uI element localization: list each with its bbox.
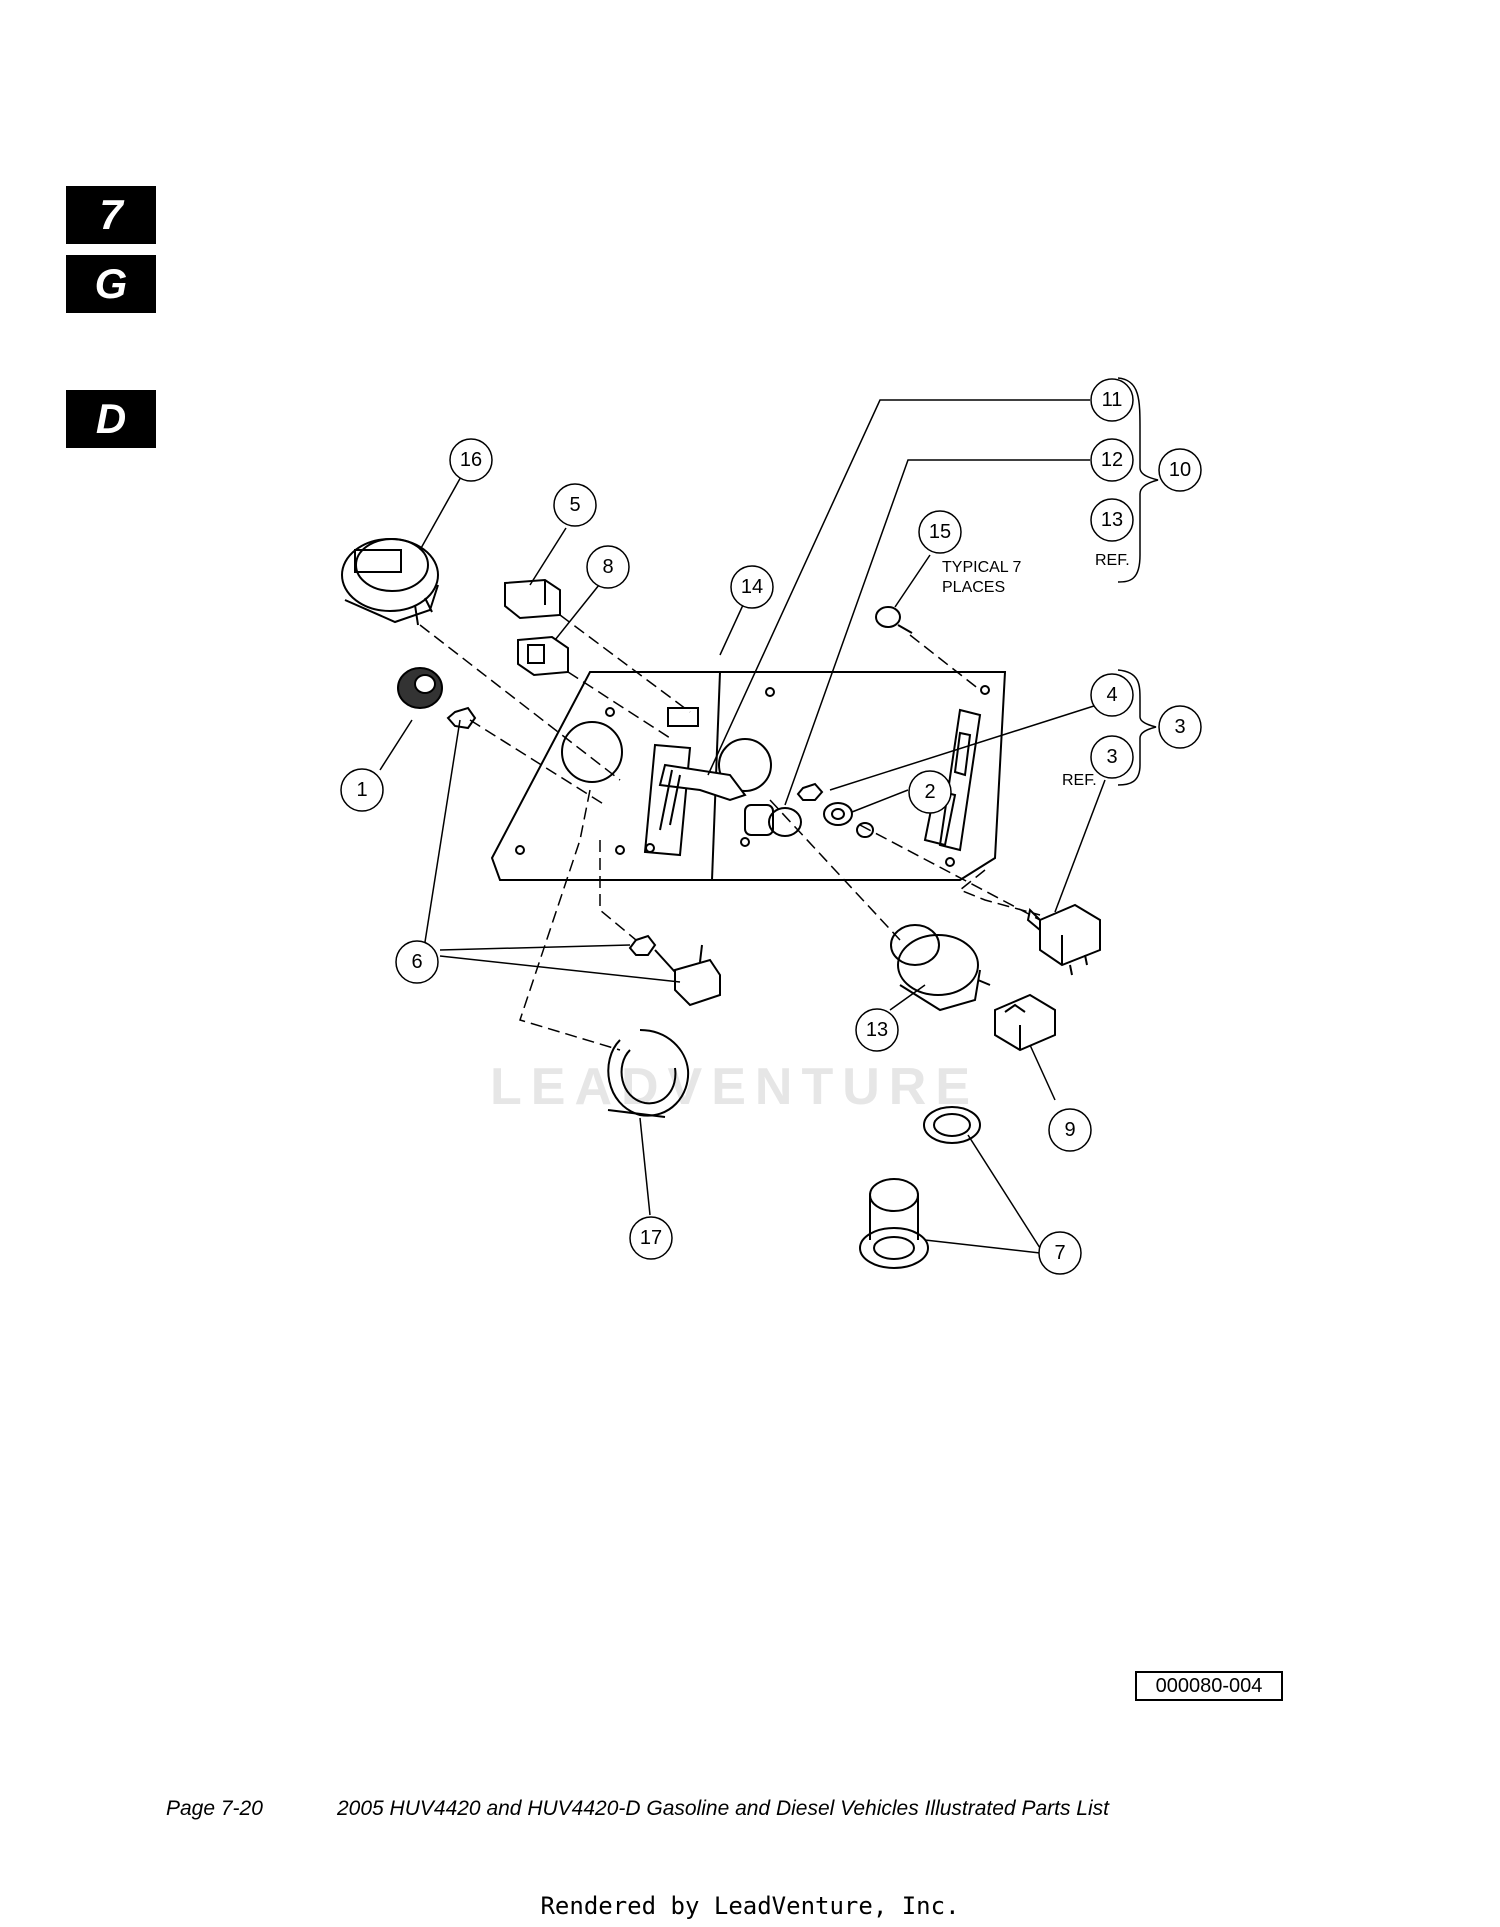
callout-8: 8 — [602, 556, 613, 578]
ignition-switch-part — [890, 924, 991, 1012]
typical-note-line1: TYPICAL 7 — [942, 559, 1022, 576]
key-part — [658, 763, 774, 836]
document-title: 2005 HUV4420 and HUV4420-D Gasoline and … — [337, 1797, 1109, 1820]
socket-part-7 — [859, 1106, 981, 1269]
hour-meter-part — [341, 538, 439, 626]
switch-part-6 — [628, 934, 721, 1007]
watermark-text: LEADVENTURE — [490, 1058, 980, 1116]
callout-11: 11 — [1102, 389, 1123, 411]
drawing-code: 000080-004 — [1135, 1671, 1283, 1701]
nut-washer-parts — [796, 782, 853, 826]
section-tab-g: G — [66, 255, 156, 313]
callout-10: 10 — [1169, 459, 1191, 481]
page-number: Page 7-20 — [166, 1797, 263, 1820]
callout-2: 2 — [924, 781, 935, 803]
section-tab-d: D — [66, 390, 156, 448]
callout-17: 17 — [640, 1227, 662, 1249]
callout-13: 13 — [866, 1019, 888, 1041]
callout-9: 9 — [1064, 1119, 1075, 1141]
section-tab-7: 7 — [66, 186, 156, 244]
typical-note-line2: PLACES — [942, 579, 1005, 596]
fastener-part-15 — [875, 606, 913, 634]
callout-6: 6 — [411, 951, 422, 973]
switch-part-5 — [504, 578, 561, 620]
callout-3-ref: 3 — [1106, 746, 1117, 768]
callout-14: 14 — [741, 576, 763, 598]
relay-part-3 — [1026, 903, 1101, 976]
ref-note-13: REF. — [1095, 552, 1130, 569]
callout-16: 16 — [460, 449, 482, 471]
clip-ring-part — [607, 1029, 690, 1118]
callout-3: 3 — [1174, 716, 1185, 738]
callout-1: 1 — [356, 779, 367, 801]
callout-4: 4 — [1106, 684, 1117, 706]
callout-15: 15 — [929, 521, 951, 543]
connector-part-9 — [994, 993, 1056, 1052]
callout-12: 12 — [1101, 449, 1123, 471]
callout-7: 7 — [1054, 1242, 1065, 1264]
callout-5: 5 — [569, 494, 580, 516]
switch-part-8 — [517, 635, 569, 677]
knob-part-1 — [397, 667, 477, 730]
callout-13-ref: 13 — [1101, 509, 1123, 531]
rendered-by-credit: Rendered by LeadVenture, Inc. — [540, 1892, 960, 1920]
ref-note-3: REF. — [1062, 772, 1097, 789]
